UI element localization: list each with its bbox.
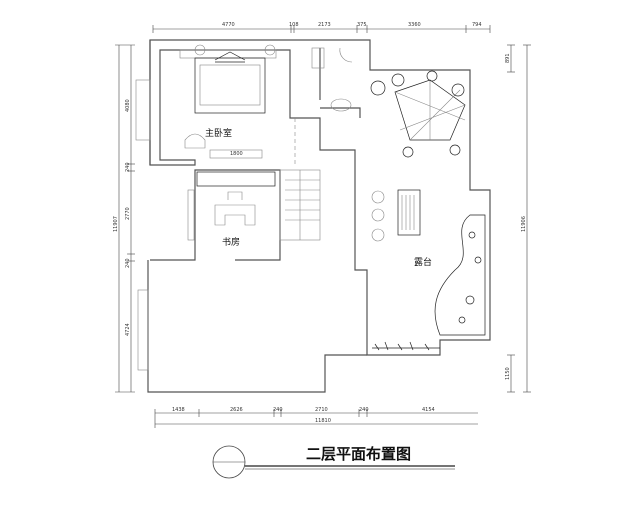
dim-bottom-4: 2710 <box>315 407 328 413</box>
dim-bottom-total: 11810 <box>315 418 331 424</box>
dim-left-total: 11907 <box>113 216 119 232</box>
room-label-master-bedroom: 主卧室 <box>205 127 232 139</box>
dim-right-top: 891 <box>505 53 511 63</box>
dim-left-1: 4080 <box>125 99 131 112</box>
dim-top-2: 108 <box>289 22 299 28</box>
dim-left-2: 240 <box>125 162 131 172</box>
dim-bottom-1: 1438 <box>172 407 185 413</box>
right-dimensions: 891 11906 1150 <box>505 44 531 393</box>
bed-width-label: 1800 <box>230 151 243 157</box>
master-bed: 1800 <box>179 44 277 159</box>
dim-right-bottom: 1150 <box>505 367 511 380</box>
terrace-features <box>370 70 486 351</box>
dim-bottom-3: 240 <box>273 407 283 413</box>
drawing-title: 二层平面布置图 <box>306 445 411 463</box>
walls <box>135 39 491 393</box>
dim-top-1: 4770 <box>222 22 235 28</box>
dim-left-3: 2770 <box>125 207 131 220</box>
room-label-study: 书房 <box>222 236 240 248</box>
title-block: 二层平面布置图 <box>212 445 455 479</box>
left-dimensions: 4080 240 2770 240 4724 11907 <box>113 44 135 393</box>
bathroom-fixtures <box>311 47 353 112</box>
room-label-terrace: 露台 <box>414 256 432 268</box>
dim-bottom-6: 4154 <box>422 407 435 413</box>
dim-left-4: 240 <box>125 258 131 268</box>
dim-top-3: 2173 <box>318 22 331 28</box>
dim-bottom-5: 240 <box>359 407 369 413</box>
dim-top-5: 3360 <box>408 22 421 28</box>
top-dimensions: 4770 108 2173 375 3360 794 <box>152 22 491 33</box>
bottom-dimensions: 1438 2626 240 2710 240 4154 11810 <box>154 407 478 428</box>
dim-top-6: 794 <box>472 22 482 28</box>
dim-left-5: 4724 <box>125 323 131 336</box>
dim-right-total: 11906 <box>521 216 527 232</box>
dim-top-4: 375 <box>357 22 367 28</box>
study-desk <box>196 171 276 226</box>
dim-bottom-2: 2626 <box>230 407 243 413</box>
